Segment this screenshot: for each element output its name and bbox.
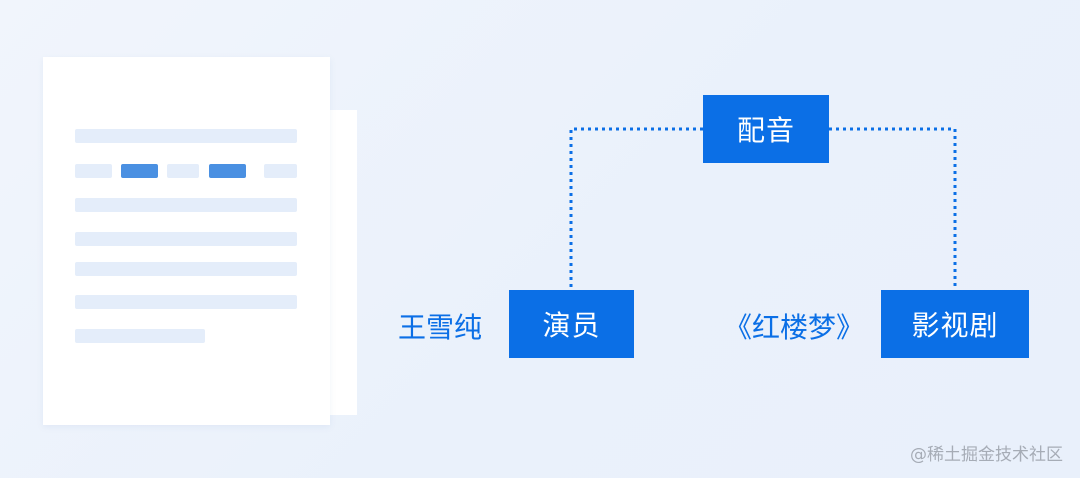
entity-person-name: 王雪纯 bbox=[398, 311, 483, 344]
highlighted-entity-token bbox=[121, 164, 158, 178]
text-line-segment bbox=[75, 164, 112, 178]
text-line bbox=[75, 129, 297, 143]
document-illustration bbox=[43, 57, 330, 425]
watermark: @稀土掘金技术社区 bbox=[910, 445, 1063, 465]
entity-work-title: 《红楼梦》 bbox=[724, 311, 865, 344]
connector-right bbox=[829, 127, 957, 290]
text-line bbox=[75, 329, 205, 343]
text-line-segment bbox=[167, 164, 199, 178]
text-line bbox=[75, 232, 297, 246]
text-line bbox=[75, 198, 297, 212]
text-line bbox=[75, 262, 297, 276]
relation-node-dubbing: 配音 bbox=[703, 95, 829, 163]
entity-type-tv-drama: 影视剧 bbox=[881, 290, 1029, 358]
entity-type-actor: 演员 bbox=[509, 290, 634, 358]
document-back-page bbox=[330, 110, 357, 415]
highlighted-entity-token bbox=[209, 164, 246, 178]
connector-left bbox=[569, 127, 703, 290]
text-line-segment bbox=[264, 164, 297, 178]
text-line bbox=[75, 295, 297, 309]
